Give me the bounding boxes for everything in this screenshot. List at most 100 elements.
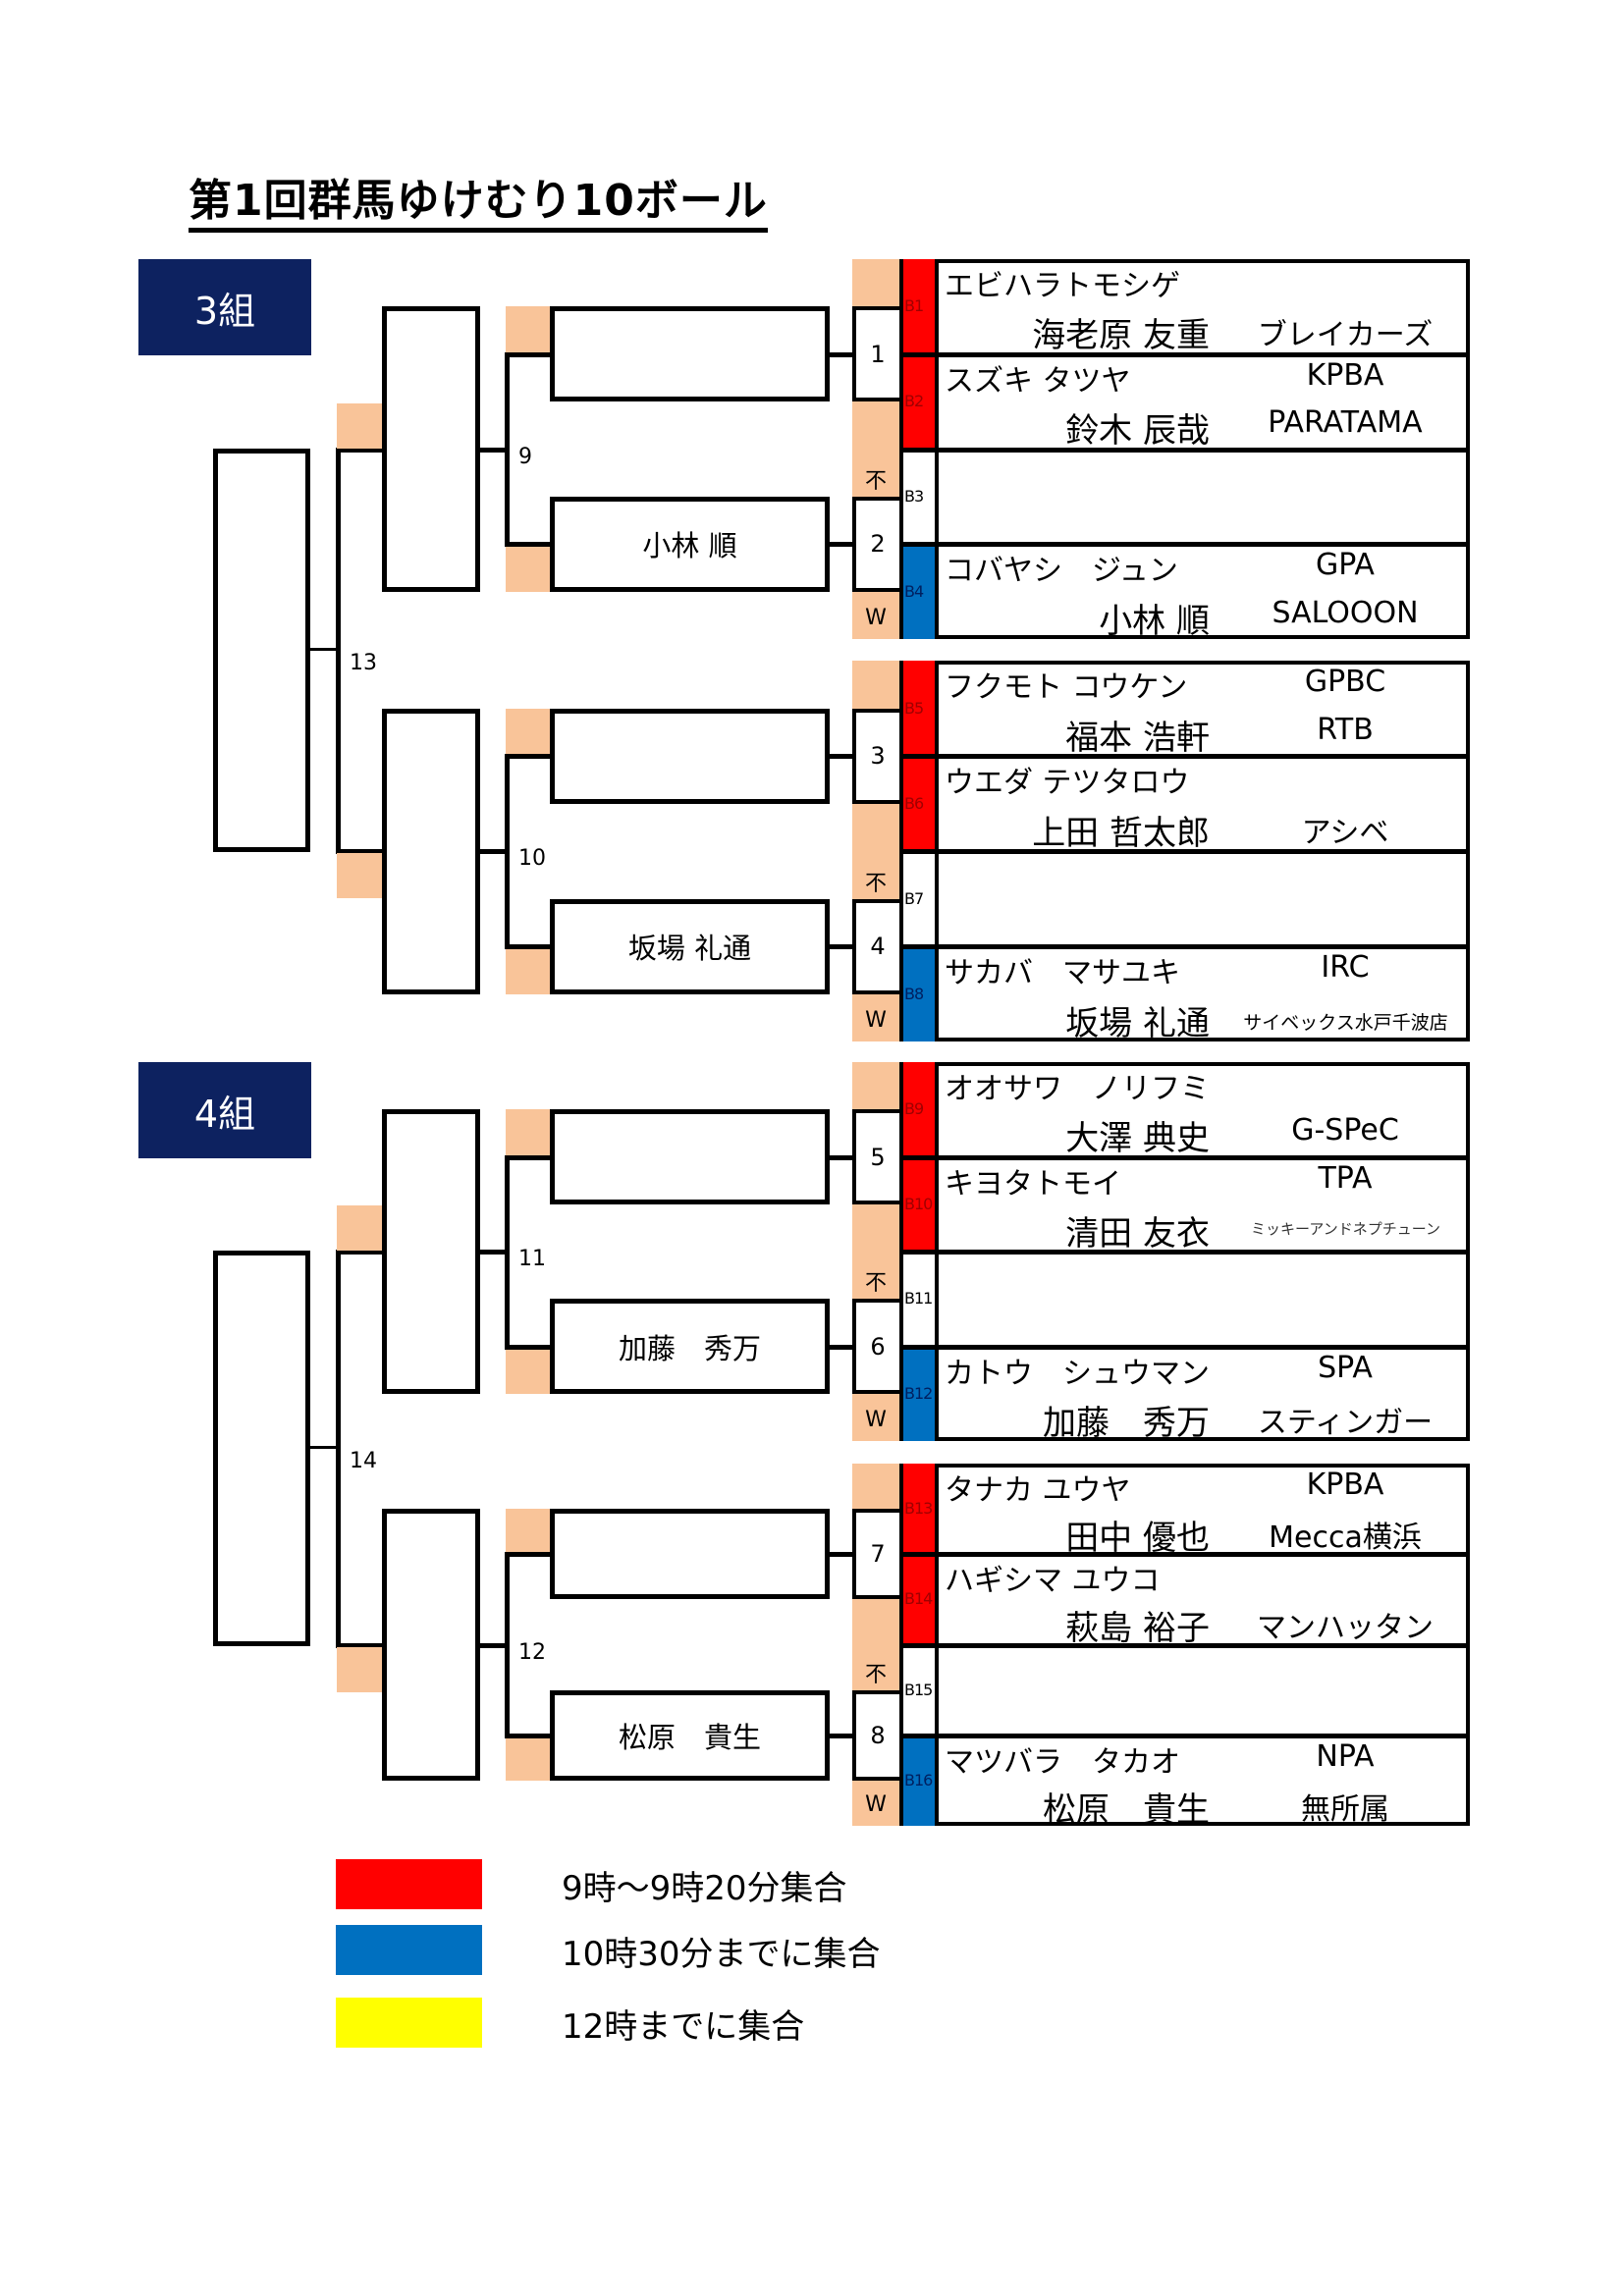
- seed-label: B2: [904, 392, 924, 411]
- peach-marker: [506, 1109, 550, 1157]
- team-line-2: アシベ: [1301, 815, 1389, 850]
- seed-label: B5: [904, 698, 924, 718]
- group-label: 4組: [138, 1062, 311, 1158]
- player-kana: キヨタトモイ: [945, 1166, 1121, 1201]
- bracket-line: [505, 351, 550, 357]
- seed-label: B13: [904, 1499, 933, 1519]
- peach-marker: [506, 1735, 550, 1781]
- group-final-winner-box[interactable]: [213, 448, 310, 852]
- match-winner-box[interactable]: [550, 1109, 830, 1204]
- bracket-line: [830, 1733, 852, 1738]
- seed-color-bar: [899, 353, 939, 450]
- seed-label: B6: [904, 793, 924, 813]
- group-final-winner-box[interactable]: [213, 1251, 310, 1646]
- player-name: 松原 貴生: [1043, 1789, 1210, 1830]
- seed-color-bar: [899, 1156, 939, 1252]
- seed-label: B3: [904, 486, 924, 506]
- row-divider: [899, 1154, 1470, 1160]
- match-number-label: 12: [518, 1639, 546, 1665]
- match-number-box: 8: [852, 1689, 899, 1781]
- round2-winner-box[interactable]: [382, 1109, 480, 1394]
- legend-swatch-yellow: [336, 1998, 482, 2048]
- peach-marker: [337, 402, 382, 449]
- seed-color-bar: [899, 449, 939, 545]
- winner-flag: W: [865, 1408, 887, 1432]
- match-number-label: 9: [518, 444, 532, 469]
- winner-flag: W: [865, 606, 887, 630]
- match-winner-box[interactable]: [550, 306, 830, 402]
- seed-label: B8: [904, 984, 924, 1003]
- player-name: 加藤 秀万: [1043, 1403, 1210, 1443]
- player-name: 萩島 裕子: [1065, 1609, 1210, 1649]
- legend-text: 9時～9時20分集合: [562, 1869, 847, 1908]
- round2-winner-box[interactable]: [382, 708, 480, 994]
- player-kana: ウエダ テツタロウ: [945, 766, 1190, 800]
- round2-winner-box[interactable]: [382, 1509, 480, 1781]
- bracket-line: [830, 1552, 852, 1558]
- bracket-line: [336, 447, 382, 453]
- peach-marker: [506, 544, 550, 592]
- player-name: 坂場 礼通: [1065, 1003, 1210, 1043]
- match-number-label: 10: [518, 846, 546, 871]
- absent-flag: 不: [864, 1271, 887, 1297]
- team-line-1: KPBA: [1306, 1468, 1384, 1502]
- final-match-number: 14: [350, 1449, 377, 1474]
- seed-color-bar: [899, 756, 939, 851]
- team-line-2: マンハッタン: [1257, 1611, 1434, 1646]
- absent-flag: 不: [864, 871, 887, 896]
- player-kana: サカバ マサユキ: [945, 956, 1180, 990]
- team-line-1: TPA: [1318, 1160, 1373, 1196]
- row-divider: [899, 447, 1470, 453]
- row-divider: [899, 754, 1470, 759]
- match-number-box: 6: [852, 1299, 899, 1394]
- player-name: 田中 優也: [1065, 1519, 1210, 1559]
- bracket-line: [505, 542, 550, 548]
- bracket-line: [336, 447, 341, 854]
- seed-label: B4: [904, 581, 924, 601]
- seed-label: B9: [904, 1099, 924, 1119]
- match-winner-box[interactable]: 小林 順: [550, 496, 830, 592]
- row-divider: [899, 1250, 1470, 1255]
- seed-color-bar: [899, 1252, 939, 1347]
- winner-flag: W: [865, 1792, 887, 1817]
- team-line-2: 無所属: [1301, 1791, 1389, 1827]
- match-winner-box[interactable]: 加藤 秀万: [550, 1299, 830, 1394]
- row-divider: [899, 1552, 1470, 1558]
- match-winner-box[interactable]: [550, 708, 830, 804]
- match-number-box: 3: [852, 708, 899, 804]
- bracket-line: [336, 1250, 341, 1648]
- seed-label: B15: [904, 1680, 933, 1699]
- seed-color-bar: [899, 851, 939, 946]
- match-number-box: 4: [852, 898, 899, 994]
- seed-color-bar: [899, 259, 939, 354]
- row-divider: [899, 542, 1470, 548]
- bracket-line: [830, 1344, 852, 1350]
- seed-label: B11: [904, 1289, 933, 1308]
- match-winner-box[interactable]: [550, 1509, 830, 1600]
- team-line-2: Mecca横浜: [1269, 1521, 1422, 1556]
- legend-swatch-blue: [336, 1925, 482, 1975]
- bracket-line: [336, 849, 382, 854]
- team-line-1: SPA: [1318, 1350, 1373, 1385]
- round2-winner-box[interactable]: [382, 306, 480, 592]
- bracket-line: [336, 1250, 382, 1255]
- page-title: 第1回群馬ゆけむり10ボール: [189, 175, 768, 233]
- bracket-line: [336, 1642, 382, 1648]
- team-line-1: IRC: [1321, 950, 1370, 985]
- row-divider: [899, 1733, 1470, 1738]
- team-line-2: PARATAMA: [1268, 405, 1423, 441]
- match-winner-box[interactable]: 坂場 礼通: [550, 898, 830, 994]
- player-kana: フクモト コウケン: [945, 670, 1188, 705]
- seed-color-bar: [899, 1554, 939, 1645]
- seed-label: B16: [904, 1770, 933, 1789]
- team-line-2: サイベックス水戸千波店: [1243, 1011, 1448, 1034]
- match-winner-box[interactable]: 松原 貴生: [550, 1689, 830, 1781]
- bracket-line: [505, 1154, 550, 1160]
- team-line-2: ブレイカーズ: [1257, 318, 1434, 353]
- player-kana: エビハラトモシゲ: [945, 269, 1180, 303]
- team-line-2: スティンガー: [1257, 1405, 1434, 1440]
- player-kana: スズキ タツヤ: [945, 363, 1131, 399]
- player-name: 上田 哲太郎: [1032, 813, 1210, 853]
- final-match-number: 13: [350, 651, 377, 676]
- player-name: 清田 友衣: [1065, 1213, 1210, 1254]
